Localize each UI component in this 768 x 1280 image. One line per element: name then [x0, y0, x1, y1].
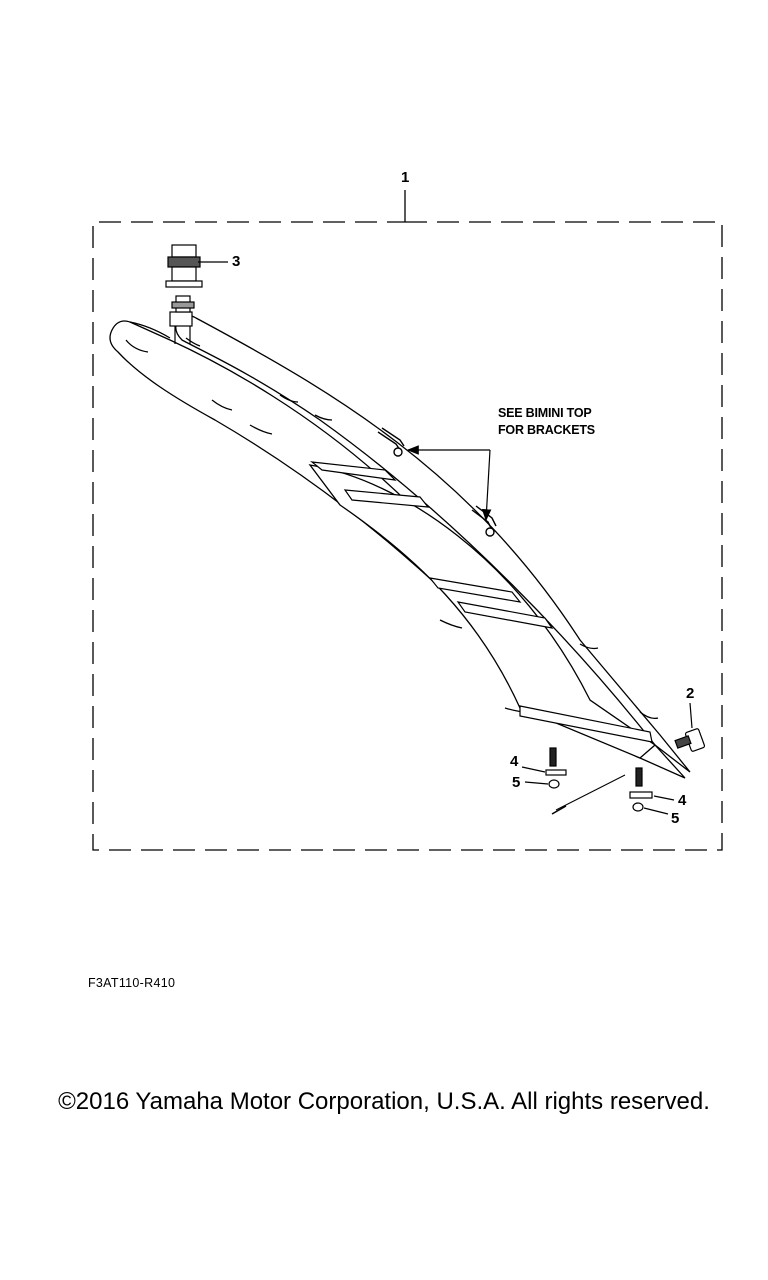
part-3-quick-release-knob	[165, 244, 203, 288]
part-4-washer-left	[545, 769, 567, 776]
callout-4-5-leaders	[521, 766, 675, 815]
right-bolt	[635, 767, 643, 787]
top-mount	[169, 295, 195, 344]
pin-rod	[555, 774, 626, 811]
callout-4-right: 4	[678, 792, 687, 809]
tower-inner-tube	[175, 314, 691, 773]
bimini-note-line-1: SEE BIMINI TOP	[498, 406, 592, 420]
bimini-note-line-2: FOR BRACKETS	[498, 423, 595, 437]
left-bolt	[549, 747, 557, 767]
callout-2: 2	[686, 685, 695, 702]
bimini-note: SEE BIMINI TOP FOR BRACKETS	[498, 405, 595, 439]
tower-frame	[109, 314, 691, 779]
callout-1: 1	[401, 169, 410, 186]
callout-4-left: 4	[510, 753, 519, 770]
figure-code: F3AT110-R410	[88, 976, 176, 990]
tube-seams	[125, 321, 659, 720]
callout-2-leader	[689, 702, 693, 729]
part-2-thumb-screw	[674, 728, 706, 752]
bimini-brackets	[377, 427, 497, 537]
bottom-hardware	[545, 747, 653, 815]
callout-5-right: 5	[671, 810, 680, 827]
copyright-notice: ©2016 Yamaha Motor Corporation, U.S.A. A…	[58, 1088, 710, 1115]
part-4-washer-right	[629, 791, 653, 799]
note-arrows	[406, 445, 492, 522]
kit-boundary-box	[92, 221, 723, 851]
callout-3: 3	[232, 253, 241, 270]
cross-slats	[310, 461, 653, 743]
callout-5-left: 5	[512, 774, 521, 791]
part-5-nut-left	[548, 779, 560, 789]
part-5-nut-right	[632, 802, 644, 812]
